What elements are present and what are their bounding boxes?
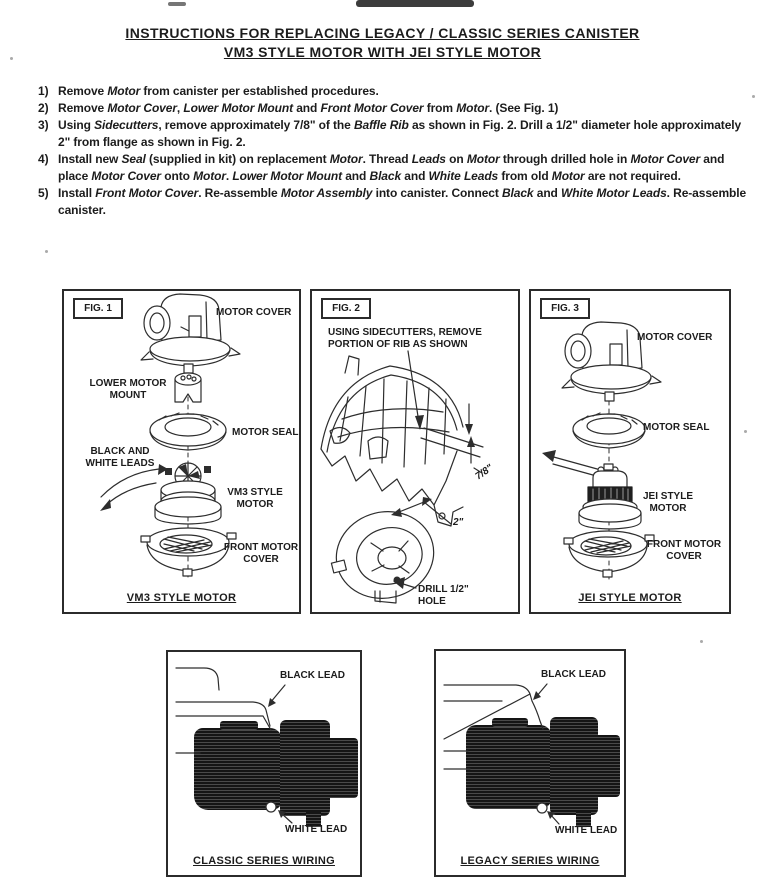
figure-3-caption: JEI STYLE MOTOR bbox=[578, 592, 682, 604]
motor-seal-drawing bbox=[149, 412, 227, 451]
classic-wiring-caption: CLASSIC SERIES WIRING bbox=[193, 855, 335, 867]
fig3-callout-motor-seal: MOTOR SEAL bbox=[643, 422, 710, 433]
steps-list: 1) Remove Motor from canister per establi… bbox=[38, 83, 750, 219]
legacy-wiring-line-art bbox=[443, 683, 560, 825]
front-motor-cover-drawing bbox=[140, 527, 237, 577]
document-title: INSTRUCTIONS FOR REPLACING LEGACY / CLAS… bbox=[0, 24, 765, 62]
flange-drawing bbox=[330, 511, 435, 604]
motor-bump-drawing bbox=[492, 718, 528, 727]
step-text: Remove Motor from canister per establish… bbox=[58, 84, 379, 98]
step-text: Install new Seal (supplied in kit) on re… bbox=[58, 152, 725, 183]
step-number: 5) bbox=[38, 186, 49, 200]
motor-cover-drawing bbox=[561, 321, 662, 402]
rib-cut-dimension bbox=[420, 403, 484, 474]
black-lead-arrow bbox=[268, 684, 286, 707]
note-arrow bbox=[407, 350, 424, 430]
fig1-callout-front-cover: FRONT MOTOR COVER bbox=[223, 542, 299, 565]
figure-1-label: FIG. 1 bbox=[73, 298, 123, 319]
figure-2-line-art bbox=[320, 350, 484, 604]
scan-speck bbox=[700, 640, 703, 643]
step-number: 3) bbox=[38, 118, 49, 132]
figure-2-panel: FIG. 2 USING SIDECUTTERS, REMOVE PORTION… bbox=[310, 289, 520, 614]
legacy-wiring-panel: BLACK LEAD WHITE LEAD LEGACY SERIES WIRI… bbox=[434, 649, 626, 877]
fig2-callout-drill: DRILL 1/2" HOLE bbox=[418, 584, 469, 607]
flange-dimension bbox=[391, 497, 452, 525]
legacy-black-lead-label: BLACK LEAD bbox=[541, 669, 606, 680]
white-lead-marker bbox=[536, 802, 560, 825]
figure-3-line-art bbox=[542, 321, 662, 580]
motor-cap-drawing bbox=[550, 717, 598, 815]
canister-shell-drawing bbox=[320, 355, 464, 527]
drill-arrow bbox=[393, 577, 417, 589]
fig1-callout-leads: BLACK AND WHITE LEADS bbox=[85, 446, 155, 469]
motor-foot-drawing bbox=[306, 812, 321, 827]
classic-wiring-line-art bbox=[175, 667, 293, 824]
motor-cover-drawing bbox=[140, 293, 241, 374]
figure-2-label: FIG. 2 bbox=[321, 298, 371, 319]
step-text: Using Sidecutters, remove approximately … bbox=[58, 118, 742, 149]
front-motor-cover-drawing bbox=[563, 530, 655, 578]
motor-end-drawing bbox=[326, 738, 358, 798]
scan-speck bbox=[10, 57, 13, 60]
fig1-callout-vm3-motor: VM3 STYLE MOTOR bbox=[227, 487, 283, 510]
step-number: 4) bbox=[38, 152, 49, 166]
scan-speck bbox=[45, 250, 48, 253]
step-text: Install Front Motor Cover. Re-assemble M… bbox=[58, 186, 747, 217]
motor-seal-drawing bbox=[572, 412, 646, 449]
motor-body-drawing bbox=[466, 725, 552, 809]
figure-1-panel: FIG. 1 MOTOR COVER LOWER MOTOR MOUNT MOT… bbox=[62, 289, 301, 614]
wires-drawing bbox=[443, 684, 544, 770]
instruction-step: 1) Remove Motor from canister per establi… bbox=[38, 83, 750, 100]
classic-black-lead-label: BLACK LEAD bbox=[280, 670, 345, 681]
motor-cap-drawing bbox=[280, 720, 330, 816]
scan-speck bbox=[752, 95, 755, 98]
fig1-callout-motor-cover: MOTOR COVER bbox=[216, 307, 292, 318]
scan-speck bbox=[744, 430, 747, 433]
title-line-2: VM3 STYLE MOTOR WITH JEI STYLE MOTOR bbox=[223, 44, 542, 60]
fig3-callout-jei-motor: JEI STYLE MOTOR bbox=[642, 491, 693, 514]
step-text: Remove Motor Cover, Lower Motor Mount an… bbox=[58, 101, 559, 115]
figure-1-line-art bbox=[100, 293, 241, 582]
fig2-dim-flange: 2" bbox=[453, 517, 464, 528]
instruction-step: 4) Install new Seal (supplied in kit) on … bbox=[38, 151, 750, 185]
motor-body-drawing bbox=[194, 728, 282, 810]
fig1-callout-motor-seal: MOTOR SEAL bbox=[232, 427, 299, 438]
figure-3-panel: FIG. 3 MOTOR COVER MOTOR SEAL JEI STYLE … bbox=[529, 289, 731, 614]
figure-3-label: FIG. 3 bbox=[540, 298, 590, 319]
vm3-motor-drawing bbox=[154, 462, 222, 525]
motor-foot-drawing bbox=[576, 811, 591, 827]
instruction-step: 3) Using Sidecutters, remove approximatel… bbox=[38, 117, 750, 151]
jei-motor-drawing bbox=[578, 463, 642, 530]
title-line-1: INSTRUCTIONS FOR REPLACING LEGACY / CLAS… bbox=[125, 25, 640, 41]
fig3-callout-motor-cover: MOTOR COVER bbox=[637, 332, 713, 343]
instruction-step: 2) Remove Motor Cover, Lower Motor Mount … bbox=[38, 100, 750, 117]
instruction-step: 5) Install Front Motor Cover. Re-assemble… bbox=[38, 185, 750, 219]
fig2-note: USING SIDECUTTERS, REMOVE PORTION OF RIB… bbox=[328, 327, 482, 350]
lower-motor-mount-drawing bbox=[174, 372, 202, 403]
legacy-white-lead-label: WHITE LEAD bbox=[555, 825, 618, 836]
motor-end-drawing bbox=[592, 735, 620, 797]
wires-drawing bbox=[175, 667, 272, 754]
motor-bump-drawing bbox=[220, 721, 258, 730]
step-number: 1) bbox=[38, 84, 49, 98]
black-lead-arrow bbox=[533, 683, 548, 700]
legacy-wiring-caption: LEGACY SERIES WIRING bbox=[460, 855, 600, 867]
classic-wiring-panel: BLACK LEAD WHITE LEAD CLASSIC SERIES WIR… bbox=[166, 650, 362, 877]
scan-smudge bbox=[168, 2, 186, 6]
white-lead-marker bbox=[265, 801, 293, 824]
figure-1-caption: VM3 STYLE MOTOR bbox=[126, 592, 237, 604]
classic-white-lead-label: WHITE LEAD bbox=[285, 824, 348, 835]
leads-arrows bbox=[100, 464, 168, 511]
fig1-callout-lower-motor-mount: LOWER MOTOR MOUNT bbox=[89, 378, 167, 401]
step-number: 2) bbox=[38, 101, 49, 115]
fig3-callout-front-cover: FRONT MOTOR COVER bbox=[646, 539, 722, 562]
scan-smudge bbox=[356, 0, 474, 7]
